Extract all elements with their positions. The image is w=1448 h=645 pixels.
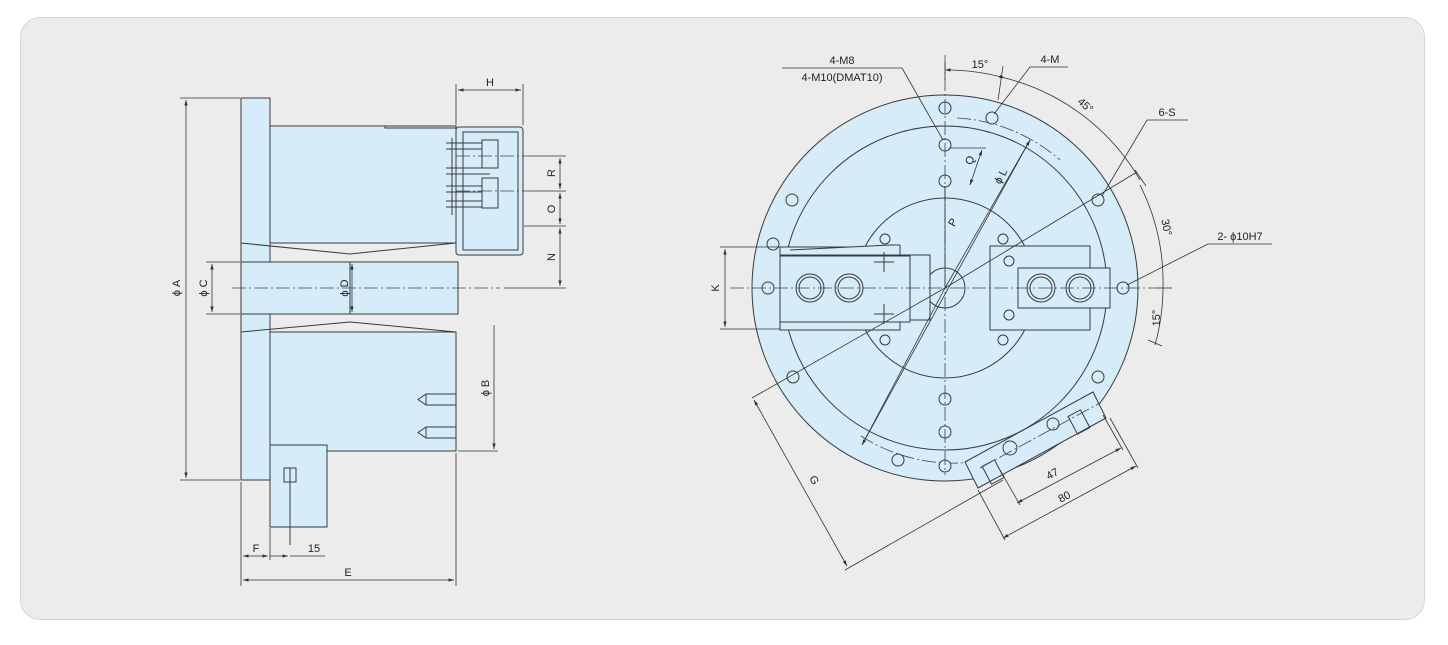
dim-B: ϕ B — [480, 380, 492, 397]
callout-4-M: 4-M — [1041, 54, 1060, 66]
dim-C: ϕ C — [198, 279, 210, 296]
dim-15: 15 — [308, 543, 320, 555]
angle-30: 30° — [1158, 218, 1173, 237]
side-view: ϕ A ϕ C ϕ D ϕ B H R O N E — [171, 77, 566, 586]
dim-D: ϕ D — [339, 279, 351, 296]
callout-6-S: 6-S — [1158, 107, 1175, 119]
dim-47: 47 — [1044, 466, 1060, 482]
dim-E: E — [344, 567, 351, 579]
dim-O: O — [546, 204, 558, 213]
callout-4-M10: 4-M10(DMAT10) — [801, 72, 882, 84]
angle-15-top: 15° — [972, 59, 989, 71]
jaw-bolts — [446, 138, 499, 215]
dim-F: F — [253, 543, 260, 555]
dim-80: 80 — [1056, 489, 1072, 505]
dim-G: G — [806, 474, 821, 487]
callout-pin: 2- ϕ10H7 — [1217, 231, 1262, 243]
dim-H: H — [486, 77, 494, 89]
callout-4-M8: 4-M8 — [829, 55, 854, 67]
dim-A: ϕ A — [171, 279, 183, 296]
dim-K: K — [710, 284, 722, 292]
angle-15-right: 15° — [1151, 310, 1163, 327]
bottom-key — [269, 444, 328, 528]
dim-R: R — [546, 169, 558, 177]
chuck-body-upper — [269, 125, 457, 244]
lower-pins — [417, 393, 457, 439]
angle-45: 45° — [1075, 96, 1095, 116]
front-view: ϕ L Q P K G 47 80 15° — [710, 54, 1272, 571]
chuck-body-lower — [269, 331, 457, 452]
dim-N: N — [546, 253, 558, 261]
